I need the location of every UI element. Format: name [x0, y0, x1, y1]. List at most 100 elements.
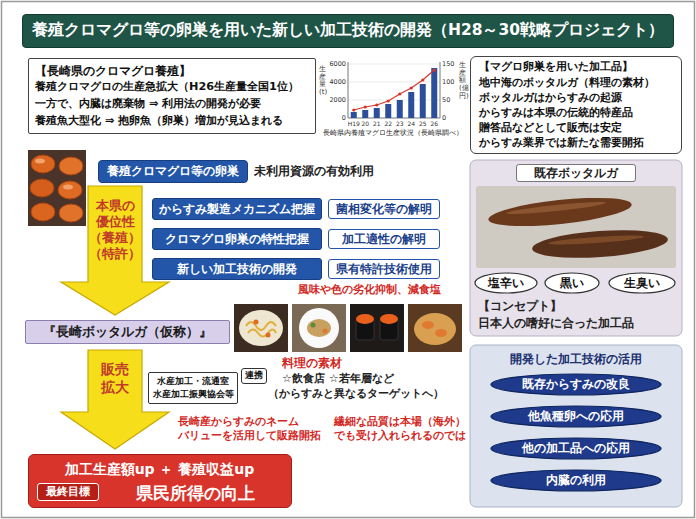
node-text: 新しい加工技術の開発 [157, 262, 317, 277]
result-box: 菌相変化等の解明 [328, 199, 440, 219]
heading-text: 加工生産額up ＋ 養殖収益up [29, 458, 290, 480]
karasumi-photo [28, 150, 86, 226]
axis-tick: 150 [442, 60, 458, 68]
note-text: 料理の素材 [282, 356, 342, 370]
result-box: 県有特許技術使用 [328, 259, 440, 279]
text-stack: 連携 [242, 370, 266, 381]
text-stack: 生臭い [614, 276, 670, 290]
note-text: 未利用資源の有効利用 [254, 164, 374, 179]
usage-panel-ground [470, 345, 682, 507]
partner-box: 水産加工・流通室 水産加工振興協会等 [148, 372, 238, 404]
text-stack: 菌相変化等の解明 [333, 202, 435, 216]
text-stack: 本県の 優位性 （養殖） （特許） [88, 198, 142, 262]
node-text: 一方で、内臓は廃棄物 ⇒ 利用法の開発が必要 [35, 96, 309, 113]
text-stack: 養殖クロマグロ等の卵巣 [103, 164, 243, 179]
usage-panel: 開発した加工技術の活用既存からすみの改良他魚種卵への応用他の加工品への応用内臓の… [470, 345, 682, 507]
text-stack: 最終目標 [38, 485, 98, 499]
node-text: 地中海のボッタルガ（料理の素材） [479, 75, 673, 90]
usage-ellipse: 他魚種卵への応用 [490, 405, 662, 428]
link-tag: 連携 [241, 368, 267, 384]
axis-tick: 26 [426, 120, 442, 128]
note-text: 繊細な品質は本場（海外） でも受け入れられるのでは [334, 414, 468, 442]
chart-caption: 長崎県内養殖マグロ生産状況（長崎県調べ） [320, 129, 466, 137]
note-text: 風味や色の劣化抑制、減食塩 [298, 283, 441, 297]
axis-tick: 20 [357, 120, 373, 128]
title-text: 養殖クロマグロ等の卵巣を用いた新しい加工技術の開発（H28～30戦略プロジェクト… [31, 21, 665, 40]
node-text: からすみ製造メカニズム把握 [157, 202, 317, 217]
title-band: 養殖クロマグロ等の卵巣を用いた新しい加工技術の開発（H28～30戦略プロジェクト… [22, 14, 674, 48]
node-text: 連携 [242, 370, 266, 381]
goal-badge: 最終目標 [37, 483, 99, 501]
usage-ellipse: 他の加工品への応用 [490, 437, 662, 460]
node-text: からすみ業界では新たな需要開拓 [479, 135, 673, 150]
text-stack: 新しい加工技術の開発 [157, 262, 317, 277]
product-band: 『長崎ボッタルガ（仮称）』 [25, 320, 230, 344]
axis-tick: 4000 [326, 78, 346, 86]
node-text: 菌相変化等の解明 [333, 202, 435, 216]
axis-tick: 21 [369, 120, 385, 128]
text-stack: 黒い [550, 276, 594, 290]
dish-photos [234, 304, 462, 352]
axis-title: 生産額(億円) [459, 62, 466, 100]
note-text: ☆飲食店 ☆若年層など [282, 372, 394, 386]
usage-ellipse: 内臓の利用 [490, 469, 662, 492]
node-text: 内臓の利用 [504, 473, 648, 488]
node-text: 加工適性の解明 [333, 232, 435, 246]
production-chart [348, 62, 440, 118]
node-text: 最終目標 [38, 485, 98, 499]
text-stack: からすみ製造メカニズム把握 [157, 202, 317, 217]
existing-panel-ground [470, 160, 682, 336]
text-stack: クロマグロ卵巣の特性把握 [157, 232, 317, 247]
axis-tick: H19 [346, 120, 362, 128]
text-stack: 販売 拡大 [88, 360, 142, 396]
text-stack: 他の加工品への応用 [504, 441, 648, 456]
node-text: 本県の 優位性 （養殖） （特許） [88, 198, 142, 262]
text-stack: 加工適性の解明 [333, 232, 435, 246]
node-text: 販売 拡大 [88, 360, 142, 396]
note-text: （からすみと異なるターゲットへ） [268, 387, 444, 400]
axis-tick: 25 [415, 120, 431, 128]
node-text: 養殖クロマグロ等の卵巣 [103, 164, 243, 179]
text-stack: 水産加工・流通室 水産加工振興協会等 [151, 375, 235, 401]
node-text: からすみは本県の伝統的特産品 [479, 105, 673, 120]
axis-tick: 2000 [326, 96, 346, 104]
heading-text: 【長崎県のクロマグロ養殖】 [35, 63, 309, 80]
node-text: 『長崎ボッタルガ（仮称）』 [30, 324, 225, 340]
axis-tick: 23 [392, 120, 408, 128]
node-text: ボッタルガはからすみの起源 [479, 90, 673, 105]
note-text: 長崎産からすみのネーム バリューを活用して販路開拓 [178, 414, 330, 442]
trait-bubble: 生臭い [608, 272, 676, 294]
axis-title: 生産量(t) [319, 66, 326, 97]
node-text: 県有特許技術使用 [333, 262, 435, 276]
process-box: 新しい加工技術の開発 [152, 258, 322, 280]
result-box: 加工適性の解明 [328, 229, 440, 249]
text-stack: 【長崎県のクロマグロ養殖】養殖クロマグロの生産急拡大（H26生産量全国1位）一方… [35, 63, 309, 130]
axis-tick: 6000 [326, 60, 346, 68]
node-text: 他魚種卵への応用 [504, 409, 648, 424]
goal-box: 加工生産額up ＋ 養殖収益up県民所得の向上最終目標 [28, 454, 292, 508]
existing-panel: 既存ボッタルガ【コンセプト】日本人の嗜好に合った加工品塩辛い黒い生臭い [470, 160, 682, 336]
text-stack: 内臓の利用 [504, 473, 648, 488]
node-text: 他の加工品への応用 [504, 441, 648, 456]
node-text: 養殖クロマグロの生産急拡大（H26生産量全国1位） [35, 79, 309, 96]
node-text: 贈答品などとして販売は安定 [479, 120, 673, 135]
text-stack: 他魚種卵への応用 [504, 409, 648, 424]
axis-tick: 0 [326, 114, 346, 122]
node-text: 生臭い [614, 276, 670, 290]
axis-tick: 24 [403, 120, 419, 128]
node-text: 既存からすみの改良 [504, 377, 648, 392]
text-stack: 県有特許技術使用 [333, 262, 435, 276]
axis-tick: 0 [442, 114, 458, 122]
axis-tick: 100 [442, 78, 458, 86]
body-text: 日本人の嗜好に合った加工品 [478, 315, 674, 332]
body-text: 【コンセプト】 [478, 298, 674, 315]
heading-text: 【マグロ卵巣を用いた加工品】 [479, 59, 673, 74]
product-box: 【マグロ卵巣を用いた加工品】地中海のボッタルガ（料理の素材）ボッタルガはからすみ… [470, 56, 682, 154]
node-text: 黒い [550, 276, 594, 290]
text-stack: 『長崎ボッタルガ（仮称）』 [30, 324, 225, 340]
node-text: 水産加工・流通室 水産加工振興協会等 [151, 375, 235, 401]
trait-bubble: 塩辛い [474, 272, 538, 294]
node-text: 養殖魚大型化 ⇒ 抱卵魚（卵巣）増加が見込まれる [35, 113, 309, 130]
